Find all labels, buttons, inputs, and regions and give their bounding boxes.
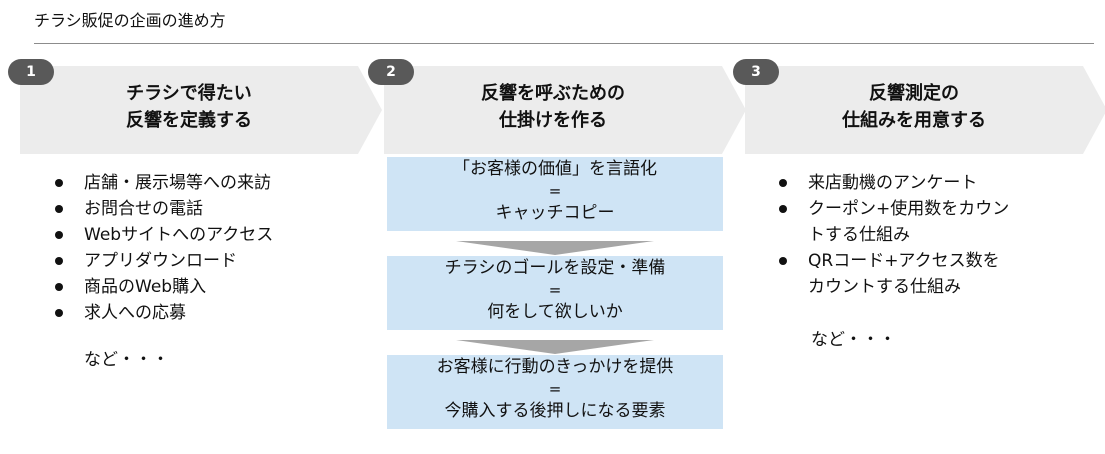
list-item: アプリダウンロード <box>52 248 273 274</box>
measurement-list: 来店動機のアンケート クーポン+使用数をカウン トする仕組み QRコード+アクセ… <box>776 170 1009 300</box>
box-1-top: 「お客様の価値」を言語化 <box>453 159 657 179</box>
list-item: 求人への応募 <box>52 300 273 326</box>
box-3-eq: = <box>548 380 562 398</box>
list-item: お問合せの電話 <box>52 196 273 222</box>
step-1-label: チラシで得たい 反響を定義する <box>20 80 358 134</box>
step-2-badge: 2 <box>368 59 414 85</box>
list-item-text: 来店動機のアンケート <box>808 173 978 193</box>
step-3-line1: 反響測定の <box>869 83 959 104</box>
list-item-text: クーポン+使用数をカウン <box>808 199 1010 219</box>
list-item: 来店動機のアンケート <box>776 170 1009 196</box>
box-3-top: お客様に行動のきっかけを提供 <box>436 357 674 377</box>
col1-footer: など・・・ <box>84 350 169 370</box>
mechanism-box-2: チラシのゴールを設定・準備 = 何をして欲しいか <box>387 256 723 330</box>
list-item: クーポン+使用数をカウン トする仕組み <box>776 196 1009 248</box>
col3-footer: など・・・ <box>811 330 896 350</box>
list-item-text-cont: トする仕組み <box>808 225 910 245</box>
step-1-line2: 反響を定義する <box>126 110 252 131</box>
list-item: Webサイトへのアクセス <box>52 222 273 248</box>
box-2-bottom: 何をして欲しいか <box>487 302 623 322</box>
step-3-label: 反響測定の 仕組みを用意する <box>745 80 1083 134</box>
box-2-eq: = <box>548 281 562 299</box>
step-3-arrow <box>745 66 1105 154</box>
step-2-line1: 反響を呼ぶための <box>481 83 625 104</box>
title-divider <box>34 43 1094 44</box>
step-2-line2: 仕掛けを作る <box>499 110 607 131</box>
box-2-top: チラシのゴールを設定・準備 <box>444 258 666 278</box>
step-1-line1: チラシで得たい <box>126 83 252 104</box>
step-3-line2: 仕組みを用意する <box>842 110 986 131</box>
down-arrow-2 <box>456 340 654 354</box>
page-title: チラシ販促の企画の進め方 <box>34 11 226 30</box>
step-2-label: 反響を呼ぶための 仕掛けを作る <box>384 80 722 134</box>
step-3-badge: 3 <box>733 59 779 85</box>
mechanism-box-3: お客様に行動のきっかけを提供 = 今購入する後押しになる要素 <box>387 355 723 429</box>
box-3-bottom: 今購入する後押しになる要素 <box>444 401 666 421</box>
step-2-arrow <box>384 66 746 154</box>
step-1-badge: 1 <box>8 59 54 85</box>
list-item-text: QRコード+アクセス数を <box>808 251 1000 271</box>
box-1-bottom: キャッチコピー <box>495 203 615 223</box>
step-1-arrow <box>20 66 382 154</box>
down-arrow-1 <box>456 241 654 255</box>
list-item: 商品のWeb購入 <box>52 274 273 300</box>
list-item: QRコード+アクセス数を カウントする仕組み <box>776 248 1009 300</box>
list-item: 店舗・展示場等への来訪 <box>52 170 273 196</box>
box-1-eq: = <box>548 182 562 200</box>
list-item-text-cont: カウントする仕組み <box>808 277 961 297</box>
mechanism-box-1: 「お客様の価値」を言語化 = キャッチコピー <box>387 157 723 231</box>
response-list: 店舗・展示場等への来訪 お問合せの電話 Webサイトへのアクセス アプリダウンロ… <box>52 170 273 326</box>
